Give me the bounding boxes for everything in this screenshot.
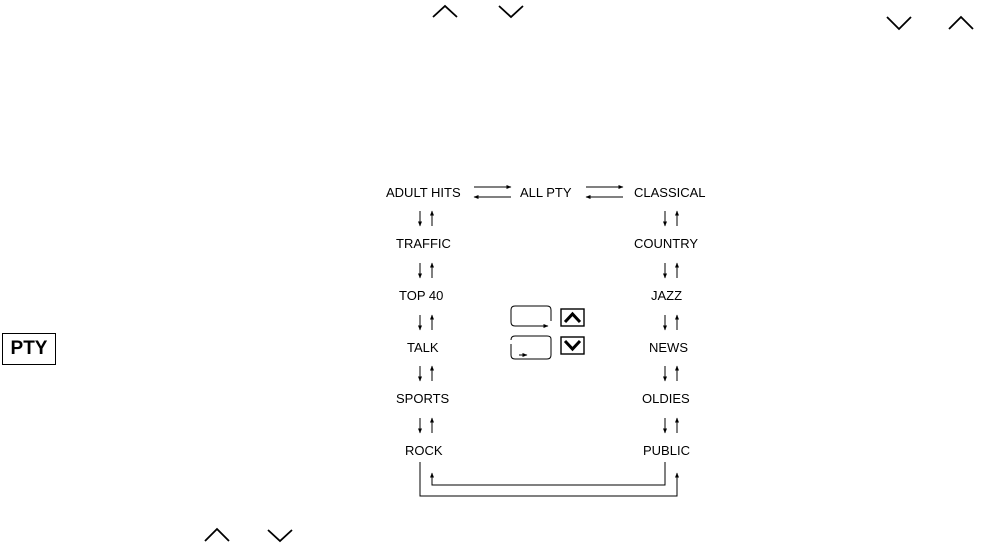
chevron-down-icon — [267, 529, 293, 543]
genre-sports: SPORTS — [396, 391, 450, 406]
genre-rock: ROCK — [405, 443, 443, 458]
chevron-up-icon — [948, 15, 974, 30]
genre-talk: TALK — [407, 340, 439, 355]
genre-traffic: TRAFFIC — [396, 236, 451, 251]
chevron-down-icon — [886, 16, 912, 31]
left-column-arrows — [418, 210, 434, 434]
genre-adult-hits: ADULT HITS — [386, 185, 461, 200]
rock-public-loop — [419, 462, 679, 497]
genre-top-40: TOP 40 — [399, 288, 444, 303]
genre-news: NEWS — [649, 340, 688, 355]
chevron-up-icon — [432, 4, 458, 18]
genre-country: COUNTRY — [634, 236, 699, 251]
chevron-down-icon — [498, 5, 524, 19]
genre-classical: CLASSICAL — [634, 185, 706, 200]
rotate-down-icon — [510, 335, 552, 360]
rotate-up-icon — [510, 305, 552, 328]
seek-down-button[interactable] — [560, 336, 585, 355]
pty-button[interactable]: PTY — [2, 333, 56, 365]
double-arrow-all-pty-classical — [585, 185, 624, 199]
chevron-up-icon — [204, 527, 230, 542]
genre-all-pty: ALL PTY — [520, 185, 572, 200]
genre-jazz: JAZZ — [651, 288, 683, 303]
genre-oldies: OLDIES — [642, 391, 690, 406]
double-arrow-adult-hits-all-pty — [473, 185, 512, 199]
right-column-arrows — [663, 210, 679, 434]
genre-public: PUBLIC — [643, 443, 690, 458]
seek-up-button[interactable] — [560, 308, 585, 327]
